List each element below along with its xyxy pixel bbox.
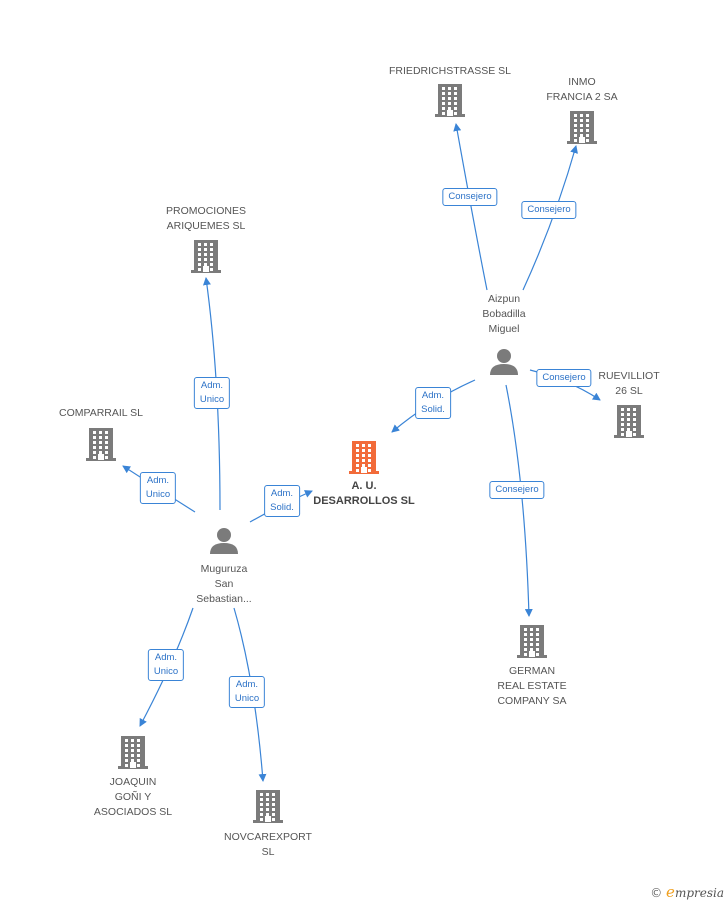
ruevilliot-building-icon[interactable] — [614, 405, 644, 438]
aizpun-node-label[interactable]: Aizpun Bobadilla Miguel — [482, 293, 526, 335]
empresia-brand: © empresia — [650, 883, 724, 901]
edge-aizpun-to-german — [505, 384, 533, 617]
friedrich-building-icon[interactable] — [435, 84, 465, 117]
edge-label-muguruza-to-focus[interactable]: Adm. Solid. — [264, 485, 300, 517]
edge-label-aizpun-to-ruevilliot[interactable]: Consejero — [536, 369, 592, 387]
promociones-node-label[interactable]: PROMOCIONES ARIQUEMES SL — [166, 205, 246, 232]
inmo-node-label[interactable]: INMO FRANCIA 2 SA — [546, 76, 618, 103]
joaquin-building-icon[interactable] — [118, 736, 148, 769]
friedrich-node-label[interactable]: FRIEDRICHSTRASSE SL — [389, 65, 511, 77]
edge-aizpun-to-friedrich — [453, 123, 488, 291]
edge-label-muguruza-to-comparrail[interactable]: Adm. Unico — [139, 472, 177, 504]
brand-name: mpresia — [674, 886, 724, 900]
muguruza-person-icon[interactable] — [210, 528, 238, 554]
copyright-symbol: © — [650, 886, 663, 900]
edge-label-aizpun-to-german[interactable]: Consejero — [489, 481, 545, 499]
german-building-icon[interactable] — [517, 625, 547, 658]
inmo-building-icon[interactable] — [567, 111, 597, 144]
brand-initial: e — [666, 883, 675, 901]
edge-label-muguruza-to-joaquin[interactable]: Adm. Unico — [147, 649, 185, 681]
ruevilliot-node-label[interactable]: RUEVILLIOT 26 SL — [598, 370, 660, 397]
muguruza-node-label[interactable]: Muguruza San Sebastian... — [196, 563, 252, 605]
edge-label-aizpun-to-friedrich[interactable]: Consejero — [442, 188, 498, 206]
focus-building-icon[interactable] — [349, 441, 379, 474]
novcar-building-icon[interactable] — [253, 790, 283, 823]
edge-label-aizpun-to-focus[interactable]: Adm. Solid. — [415, 387, 451, 419]
aizpun-person-icon[interactable] — [490, 349, 518, 375]
comparrail-building-icon[interactable] — [86, 428, 116, 461]
german-node-label[interactable]: GERMAN REAL ESTATE COMPANY SA — [497, 665, 567, 707]
edge-label-muguruza-to-novcar[interactable]: Adm. Unico — [228, 676, 266, 708]
joaquin-node-label[interactable]: JOAQUIN GOÑI Y ASOCIADOS SL — [93, 776, 173, 818]
edge-label-aizpun-to-inmo[interactable]: Consejero — [521, 201, 577, 219]
promociones-building-icon[interactable] — [191, 240, 221, 273]
focus-node-label[interactable]: A. U. DESARROLLOS SL — [313, 480, 415, 507]
novcar-node-label[interactable]: NOVCAREXPORT SL — [224, 831, 312, 858]
edge-label-muguruza-to-promociones[interactable]: Adm. Unico — [193, 377, 231, 409]
comparrail-node-label[interactable]: COMPARRAIL SL — [58, 407, 144, 419]
